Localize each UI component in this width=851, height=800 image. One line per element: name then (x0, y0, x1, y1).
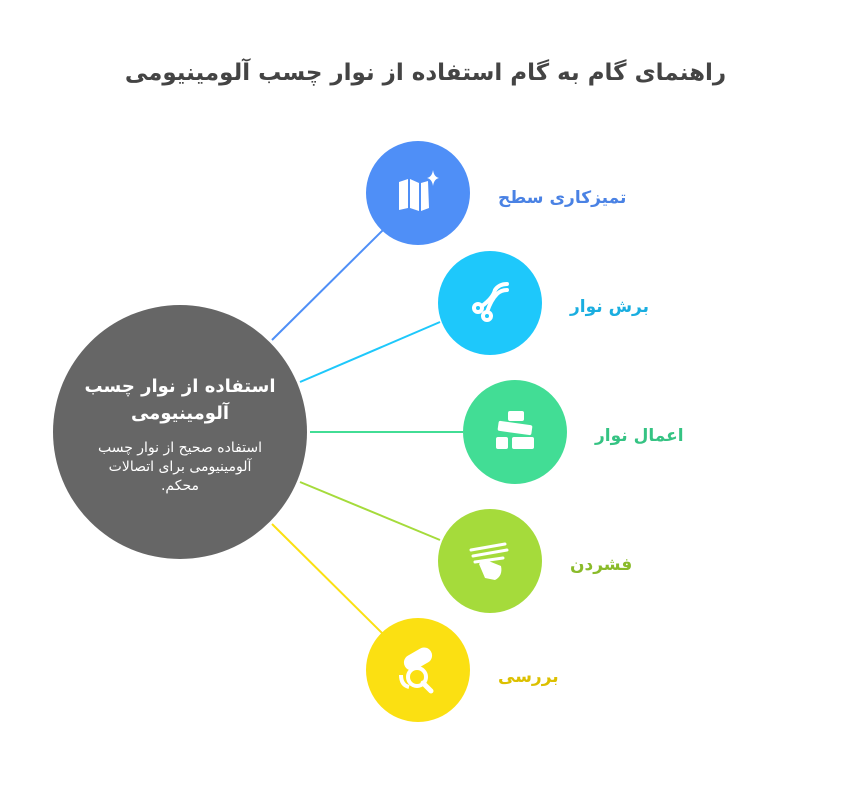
step-node-5 (366, 618, 470, 722)
step-label-4: فشردن (570, 555, 633, 575)
center-heading: استفاده از نوار چسب آلومینیومی (84, 376, 276, 424)
center-node: استفاده از نوار چسب آلومینیومی استفاده ص… (53, 305, 307, 559)
diagram-title: راهنمای گام به گام استفاده از نوار چسب آ… (124, 60, 727, 86)
tape-apply-icon (496, 411, 534, 449)
connector-5 (271, 523, 384, 635)
center-description: استفاده صحیح از نوار چسب آلومینیومی برای… (97, 440, 263, 494)
step-node-4 (438, 509, 542, 613)
step-label-1: تمیزکاری سطح (498, 188, 627, 208)
step-label-3: اعمال نوار (595, 426, 684, 446)
step-node-3 (463, 380, 567, 484)
connector-1 (271, 229, 384, 341)
step-node-2 (438, 251, 542, 355)
step-label-5: بررسی (498, 667, 559, 687)
connector-4 (299, 481, 441, 541)
connector-2 (299, 321, 441, 383)
step-label-2: برش نوار (570, 297, 649, 317)
step-node-1 (366, 141, 470, 245)
map-sparkle-icon (399, 170, 439, 211)
inspect-icon (399, 647, 434, 694)
hand-press-icon (469, 542, 509, 580)
scissors-icon (472, 282, 509, 322)
